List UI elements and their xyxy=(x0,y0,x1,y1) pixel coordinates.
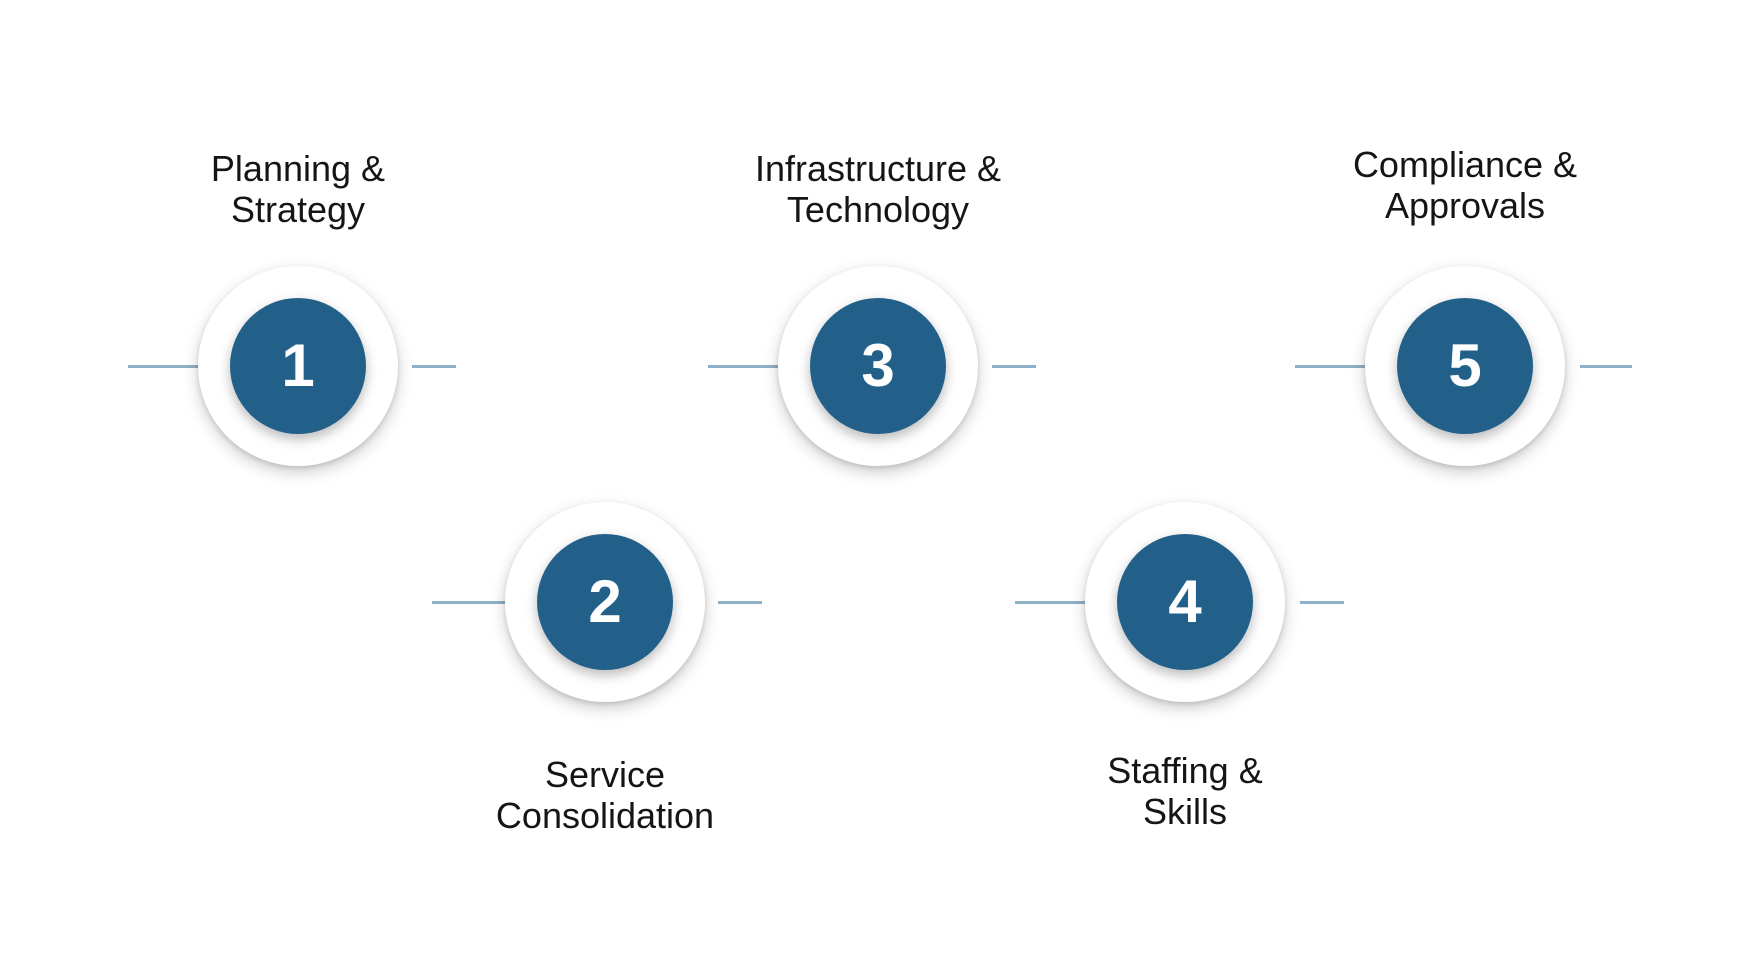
step-label-4: Staffing & Skills xyxy=(1107,750,1263,832)
step-label-2: Service Consolidation xyxy=(495,754,715,836)
step-number-3: 3 xyxy=(861,332,895,399)
step-number-2: 2 xyxy=(588,568,622,635)
step-label-5: Compliance & Approvals xyxy=(1352,144,1578,226)
step-node-inner-2: 2 xyxy=(537,534,673,670)
step-node-inner-5: 5 xyxy=(1397,298,1533,434)
step-node-5[interactable]: 5 xyxy=(1365,266,1565,466)
step-node-4[interactable]: 4 xyxy=(1085,502,1285,702)
connector-line-right-of-step-3 xyxy=(992,365,1036,368)
step-node-inner-4: 4 xyxy=(1117,534,1253,670)
step-node-1[interactable]: 1 xyxy=(198,266,398,466)
connector-line-left-of-step-2 xyxy=(432,601,574,604)
step-node-2[interactable]: 2 xyxy=(505,502,705,702)
step-number-5: 5 xyxy=(1448,332,1482,399)
step-number-4: 4 xyxy=(1168,568,1202,635)
step-label-1: Planning & Strategy xyxy=(210,148,386,230)
step-number-1: 1 xyxy=(281,332,315,399)
connector-line-right-of-step-1 xyxy=(412,365,456,368)
connector-line-right-of-step-2 xyxy=(718,601,762,604)
step-node-3[interactable]: 3 xyxy=(778,266,978,466)
connector-line-right-of-step-4 xyxy=(1300,601,1344,604)
step-node-inner-1: 1 xyxy=(230,298,366,434)
step-label-3: Infrastructure & Technology xyxy=(754,148,1002,230)
connector-line-right-of-step-5 xyxy=(1580,365,1632,368)
step-node-inner-3: 3 xyxy=(810,298,946,434)
